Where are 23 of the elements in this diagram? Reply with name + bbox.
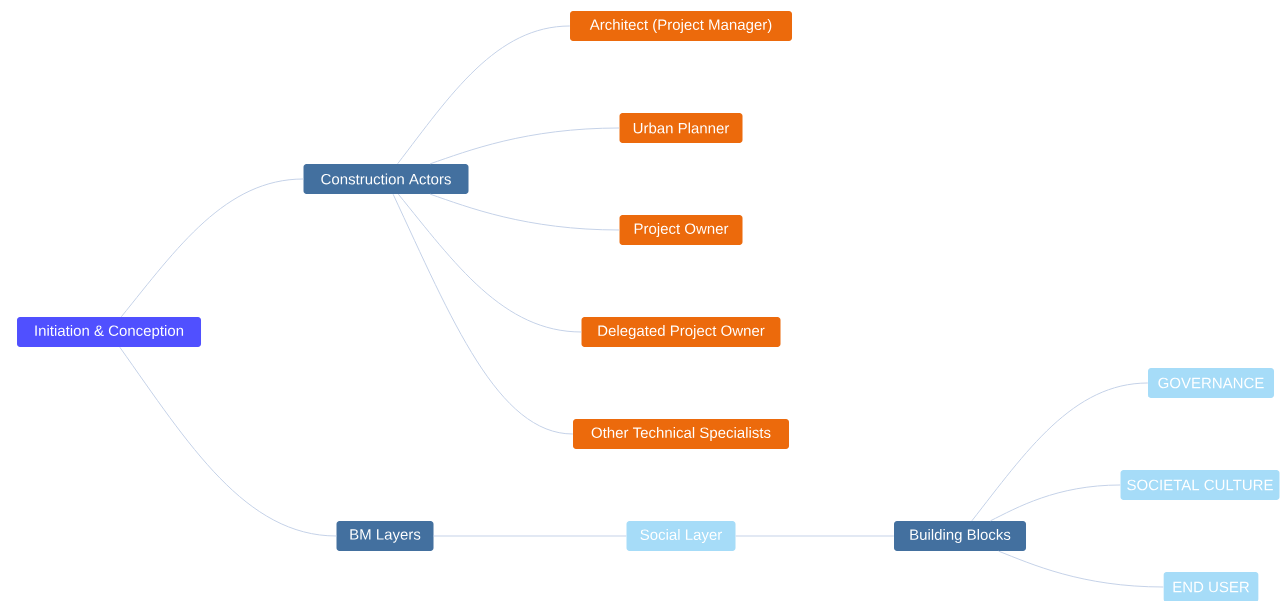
branch-box: BM Layers [336, 521, 434, 551]
connector-line [990, 484, 1121, 522]
leaf-box: Delegated Project Owner [581, 317, 781, 347]
connector-line [392, 193, 574, 435]
leaf-box: Social Layer [626, 521, 736, 551]
connector-line [397, 193, 582, 333]
leaf-box: Other Technical Specialists [573, 419, 789, 449]
branch-box: Construction Actors [303, 164, 469, 194]
connector-line [120, 178, 304, 318]
leaf-box: GOVERNANCE [1148, 368, 1274, 398]
branch-box: Building Blocks [894, 521, 1026, 551]
leaf-box: Architect (Project Manager) [570, 11, 792, 41]
connector-line [397, 25, 571, 165]
connector-line [429, 193, 620, 231]
leaf-box: END USER [1163, 572, 1259, 601]
connector-line [971, 382, 1149, 522]
leaf-box: Project Owner [619, 215, 743, 245]
leaf-box: Urban Planner [619, 113, 743, 143]
leaf-box: SOCIETAL CULTURE [1120, 470, 1280, 500]
connector-line [119, 346, 337, 537]
root-box: Initiation & Conception [17, 317, 201, 347]
connector-line [429, 127, 620, 165]
connector-line [998, 550, 1164, 588]
